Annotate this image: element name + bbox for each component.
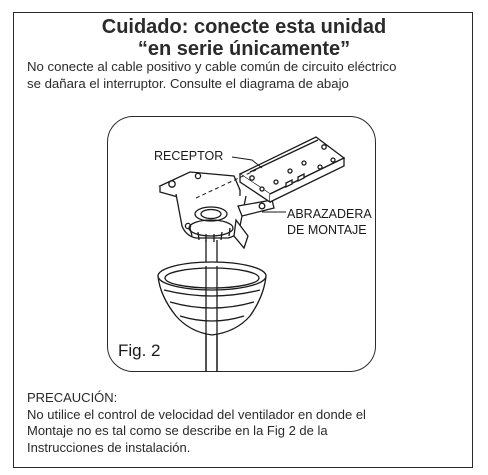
caution-line-1: No utilice el control de velocidad del v… [27,406,366,422]
intro-line-2: se dañara el interruptor. Consulte el di… [27,76,349,91]
caution-line-3: Instrucciones de instalación. [27,439,191,455]
callout-leaders [231,156,286,213]
caution-heading: PRECAUCIÓN: [27,390,118,405]
caution-title-line2: “en serie únicamente” [137,38,351,60]
receiver-module [238,136,346,204]
outer-border [13,12,473,468]
caution-title-line1: Cuidado: conecte esta unidad [101,16,387,38]
callout-abrazadera-line2: DE MONTAJE [287,223,367,237]
figure-label: Fig. 2 [118,341,161,360]
callout-abrazadera-line1: ABRAZADERA [287,207,372,221]
canopy-bowl [157,261,267,372]
callout-receptor: RECEPTOR [154,149,224,163]
intro-paragraph: No conecte al cable positivo y cable com… [27,58,477,92]
mounting-bracket [158,171,275,250]
caution-section: PRECAUCIÓN: No utilice el control de vel… [27,390,467,456]
intro-line-1: No conecte al cable positivo y cable com… [27,59,397,74]
caution-line-2: Montaje no es tal como se describe en la… [27,423,328,438]
